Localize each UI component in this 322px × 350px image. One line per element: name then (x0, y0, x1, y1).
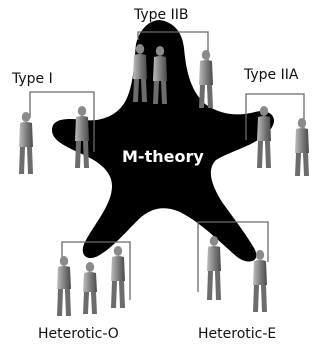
heterotic-e-figure-1 (207, 236, 221, 300)
theory-label-type-iib: Type IIB (134, 8, 188, 22)
heterotic-o-figure-3 (111, 246, 125, 308)
center-label: M-theory (122, 149, 204, 165)
theory-label-heterotic-e: Heterotic-E (198, 327, 276, 341)
theory-label-type-iia: Type IIA (244, 68, 298, 82)
theory-label-type-i: Type I (12, 72, 53, 86)
heterotic-e-figure-2 (253, 250, 267, 312)
heterotic-o-figure-2 (83, 262, 97, 314)
heterotic-o-figure-1 (57, 256, 71, 316)
type-i-figure-1 (19, 112, 33, 174)
type-iib-figure-3 (199, 50, 213, 108)
theory-label-heterotic-o: Heterotic-O (38, 327, 119, 341)
type-iia-figure-2 (295, 118, 309, 176)
type-i-figure-2 (75, 106, 89, 168)
